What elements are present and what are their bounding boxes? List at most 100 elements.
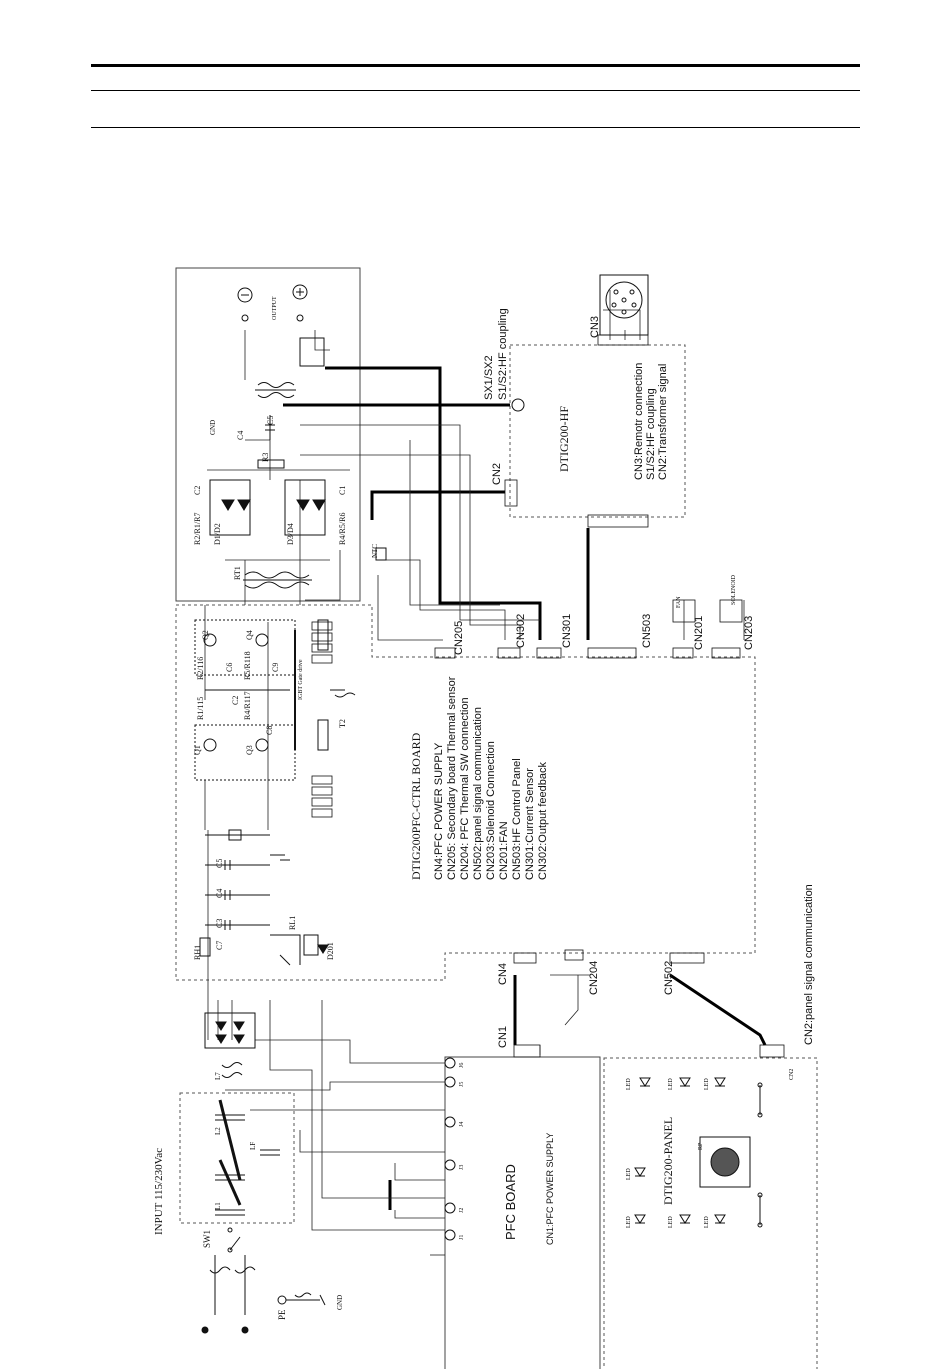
top-rule-thin-1: [91, 90, 860, 91]
ctrl-legend-5: CN203:Solenoid Connection: [485, 741, 497, 880]
r2-116-label: R2/116: [196, 657, 205, 680]
panel-led-5: LED: [626, 1216, 632, 1228]
hf-legend-3: CN2:Transformer signal: [657, 364, 669, 480]
pfc-board-sub: CN1:PFC POWER SUPPLY: [545, 1133, 555, 1245]
rl1-label: RL1: [288, 916, 297, 930]
c5-label: C5: [266, 416, 275, 425]
hf-board-title: DTIG200-HF: [557, 406, 571, 472]
ctrl-legend-7: CN503:HF Control Panel: [511, 758, 523, 880]
d201-label: D201: [326, 942, 335, 960]
panel-components: [699, 1082, 763, 1228]
panel-led-1: LED: [626, 1078, 632, 1090]
r2r1r7-label: R2/R1/R7: [193, 513, 202, 545]
panel-comm-label: CN2:panel signal communication: [803, 884, 815, 1045]
top-rule-thin-2: [91, 127, 860, 128]
ctrl-legend-6: CN201:FAN: [498, 821, 510, 880]
pfc-j4: J4: [459, 1122, 465, 1127]
c4-label: C4: [236, 431, 245, 440]
heavy-cables: [283, 366, 767, 1210]
c6-label: C6: [225, 663, 234, 672]
switch-label: SW1: [202, 1230, 212, 1248]
r5-r118-label: R5/R118: [243, 651, 252, 680]
l1-label: L1: [214, 1202, 222, 1210]
c8-label: C8: [265, 726, 274, 735]
pfc-j6: J6: [459, 1063, 465, 1068]
panel-led-6: LED: [668, 1216, 674, 1228]
t2-label: T2: [338, 719, 347, 728]
c2-label: C2: [193, 486, 202, 495]
cn204-label: CN204: [588, 961, 600, 995]
r1-115-label: R1/115: [196, 697, 205, 720]
c2-ctrl-label: C2: [231, 696, 240, 705]
panel-title: DTIG200-PANEL: [661, 1117, 675, 1205]
ctrl-connectors: [434, 334, 785, 1058]
hf-transformer: [255, 337, 325, 398]
hf-legend-2: S1/S2:HF coupling: [645, 388, 657, 480]
emi-filter-outline: [179, 1092, 295, 1224]
l7-label: L7: [214, 1072, 222, 1080]
panel-led-2: LED: [668, 1078, 674, 1090]
hf-coupling-label-1: SX1/SX2: [483, 355, 495, 400]
rh1-label: RH1: [193, 945, 202, 960]
d1d2-label: D1/D2: [213, 523, 222, 545]
c7-bus-label: C7: [215, 941, 224, 950]
solenoid-label: SOLENOID: [731, 574, 737, 605]
pfc-j5: J5: [459, 1082, 465, 1087]
c3-bus-label: C3: [215, 919, 224, 928]
ctrl-legend-3: CN204: PFC Thermal SW connection: [459, 697, 471, 880]
hf-coupling-point: [511, 398, 525, 412]
gnd-label-hf: GND: [209, 420, 217, 435]
diagram-labels: INPUT 115/230Vac SW1 PE GND GND OUTPUT R…: [153, 296, 815, 1320]
cn2-panel-label: CN2: [789, 1069, 795, 1080]
ntc-label: NTC: [371, 544, 379, 558]
diode-bridge: [209, 415, 326, 536]
relay-block: [199, 934, 329, 966]
pfc-j1: J1: [459, 1235, 465, 1240]
ctrl-legend-4: CN502:panel signal communication: [472, 707, 484, 880]
panel-board-outline: [603, 1057, 818, 1369]
panel-leds: [634, 1077, 726, 1224]
hf-coupling-label-2: S1/S2:HF coupling: [497, 308, 509, 400]
pfc-terminals: [444, 1057, 456, 1241]
pfc-board-title: PFC BOARD: [503, 1164, 518, 1240]
pfc-j3: J3: [459, 1165, 465, 1170]
hf-board-outline: [509, 344, 686, 518]
fan-label: FAN: [676, 596, 682, 608]
cn2-label: CN2: [491, 463, 503, 485]
l2-label: L2: [214, 1127, 222, 1135]
lf-label: LF: [249, 1142, 257, 1150]
igbt-label: IGBT Gate drive: [298, 659, 304, 700]
c4-bus-label: C4: [215, 889, 224, 898]
q4-label: Q4: [245, 630, 254, 640]
cn201-label: CN201: [693, 616, 705, 650]
hf-output-board-outline: [175, 267, 361, 602]
dc-bus-caps: [205, 829, 290, 930]
ctrl-legend-2: CN205: Secondary board Thermal sensor: [446, 676, 458, 880]
cn4-label: CN4: [497, 963, 509, 985]
cn302-label: CN302: [515, 614, 527, 648]
pfc-board-outline: [444, 1056, 601, 1369]
pfc-j2: J2: [459, 1208, 465, 1213]
r4r5r6-label: R4/R5/R6: [338, 513, 347, 545]
pe-label: PE: [277, 1309, 287, 1320]
c1-label: C1: [338, 486, 347, 495]
cn1-label: CN1: [497, 1026, 509, 1048]
cn503-label: CN503: [641, 614, 653, 648]
r3-label: R3: [261, 453, 270, 462]
rt1-label: RT1: [233, 566, 242, 580]
gnd-label: GND: [336, 1295, 344, 1310]
remote-socket: [599, 274, 649, 336]
panel-led-4: LED: [626, 1168, 632, 1180]
r4-r117-label: R4/R117: [243, 691, 252, 720]
top-rule-thick: [91, 64, 860, 67]
panel-led-7: LED: [704, 1216, 710, 1228]
output-label: OUTPUT: [272, 296, 278, 320]
q3-label: Q3: [245, 745, 254, 755]
hf-legend-1: CN3:Remotr connection: [633, 363, 645, 480]
gate-drive-pins: [311, 621, 333, 818]
output-terminals: [237, 284, 308, 322]
ctrl-legend-9: CN302:Output feedback: [537, 761, 549, 880]
cn205-label: CN205: [453, 621, 465, 655]
c5-bus-label: C5: [215, 859, 224, 868]
